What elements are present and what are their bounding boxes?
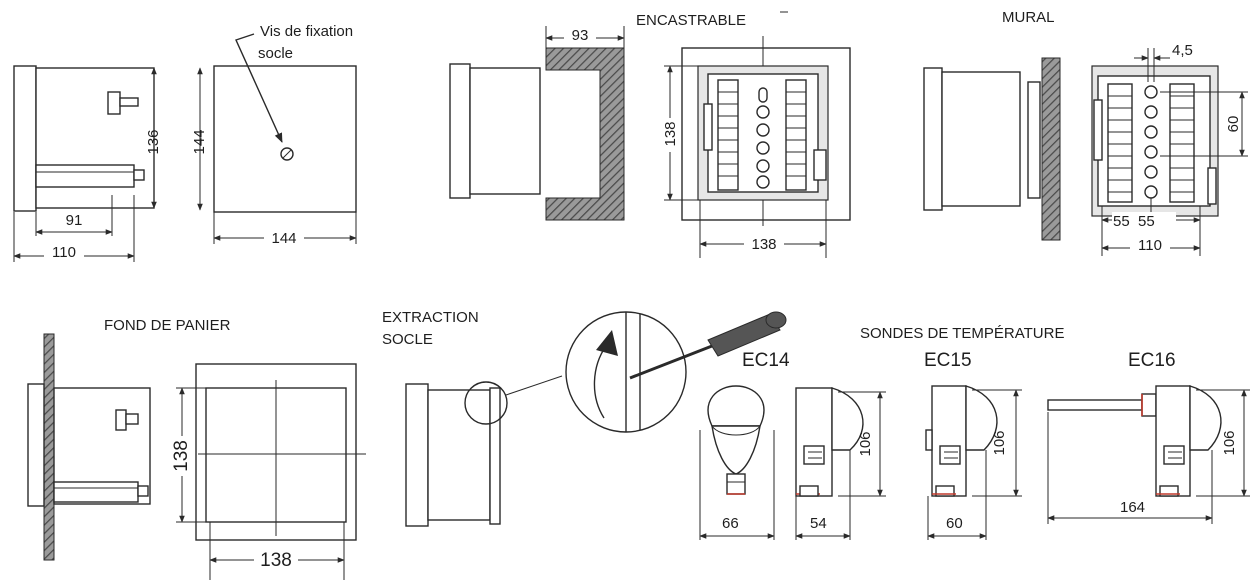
mural-view: MURAL <box>923 9 1248 256</box>
dim-138-enc-width: 138 <box>751 236 776 253</box>
label-ec16: EC16 <box>1128 350 1176 371</box>
detail-circle-small <box>464 381 508 425</box>
title-encastrable: ENCASTRABLE <box>636 12 746 29</box>
extr-body <box>427 389 491 521</box>
enc-terminal-block-right <box>785 79 807 191</box>
dim-138-fdp-height: 138 <box>171 440 192 472</box>
annotation-vis-fixation: Vis de fixation <box>260 23 353 40</box>
dim-66: 66 <box>722 515 739 532</box>
dim-91: 91 <box>66 212 83 229</box>
mural-body <box>941 71 1021 207</box>
connector-top-pin <box>119 97 139 107</box>
ec14-front <box>707 385 765 495</box>
dim-136: 136 <box>145 129 162 154</box>
dim-144-height: 144 <box>191 129 208 154</box>
encastrable-view: ENCASTRABLE 93 <box>449 11 851 258</box>
ec16-probe-rod <box>1047 399 1143 411</box>
annotation-socle: socle <box>258 45 293 62</box>
connector-top <box>107 91 121 115</box>
panel-wall-section <box>545 47 625 221</box>
dim-55-b: 55 <box>1138 213 1155 230</box>
dim-54: 54 <box>810 515 827 532</box>
dim-106-ec15: 106 <box>991 430 1008 455</box>
mural-terminal-left <box>1107 83 1133 203</box>
plug-body <box>35 164 135 188</box>
mural-spacer <box>1027 81 1041 199</box>
plug-pin <box>133 169 145 181</box>
backplate-section <box>43 333 55 561</box>
ec16-side <box>1047 385 1222 497</box>
fond-de-panier-view: FOND DE PANIER 138 138 <box>27 317 366 580</box>
dim-164: 164 <box>1120 499 1145 516</box>
dim-144-width: 144 <box>271 230 296 247</box>
dim-110-mural: 110 <box>1138 237 1162 254</box>
dim-4-5: 4,5 <box>1172 42 1193 59</box>
title-socle: SOCLE <box>382 331 433 348</box>
extr-socle <box>489 387 501 525</box>
screwdriver-icon <box>629 311 787 380</box>
dim-110: 110 <box>52 244 76 261</box>
front-panel <box>213 65 357 213</box>
extraction-socle-view: EXTRACTION SOCLE <box>382 309 787 527</box>
label-ec14: EC14 <box>742 350 790 371</box>
enc-bezel <box>449 63 471 199</box>
sondes-section: SONDES DE TEMPÉRATURE EC14 66 106 <box>699 325 1250 540</box>
enc-screw-column <box>756 87 770 189</box>
enc-body <box>469 67 541 195</box>
title-fond-de-panier: FOND DE PANIER <box>104 317 231 334</box>
dim-60-ec15: 60 <box>946 515 963 532</box>
label-ec15: EC15 <box>924 350 972 371</box>
dim-138-fdp-width: 138 <box>260 550 292 571</box>
ec14-side <box>795 387 864 497</box>
enc-terminal-block-left <box>717 79 739 191</box>
dim-93: 93 <box>572 27 589 44</box>
title-sondes: SONDES DE TEMPÉRATURE <box>860 325 1064 342</box>
dim-106-ec16: 106 <box>1221 430 1238 455</box>
dim-106-ec14: 106 <box>857 431 874 456</box>
wall-section <box>1041 57 1061 241</box>
dim-138-enc-height: 138 <box>662 121 679 146</box>
title-extraction: EXTRACTION <box>382 309 479 326</box>
dim-60: 60 <box>1225 116 1242 133</box>
rotation-arrow-icon <box>596 330 618 356</box>
fdp-bezel <box>27 383 45 507</box>
ec15-side <box>925 385 998 497</box>
title-mural: MURAL <box>1002 9 1055 26</box>
mural-terminal-right <box>1169 83 1195 203</box>
front-view: 144 Vis de fixation socle 144 <box>191 23 357 247</box>
front-bezel <box>13 65 37 212</box>
dim-55-a: 55 <box>1113 213 1130 230</box>
mural-bezel <box>923 67 943 211</box>
extr-bezel <box>405 383 429 527</box>
side-view: 136 91 110 <box>13 65 162 262</box>
